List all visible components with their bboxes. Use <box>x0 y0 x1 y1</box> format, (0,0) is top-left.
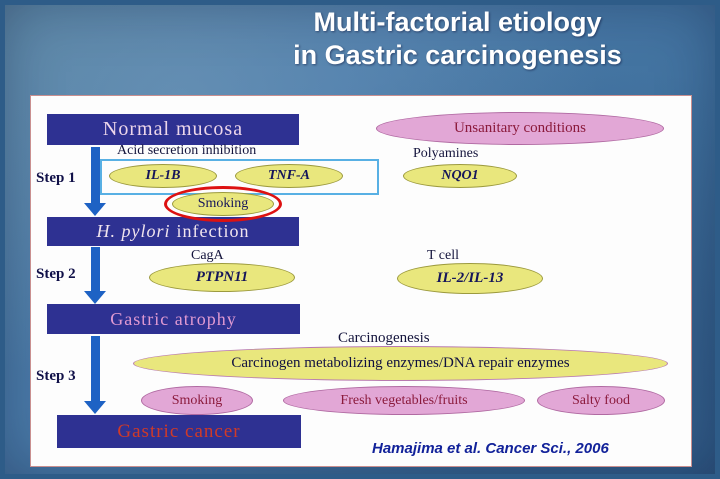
box-hpylori-infection: H. pylori infection <box>47 217 299 246</box>
ellipse-nqo1-label: NQO1 <box>441 168 479 183</box>
slide-title: Multi-factorial etiology in Gastric carc… <box>185 6 720 72</box>
box-gastric-atrophy: Gastric atrophy <box>47 304 300 334</box>
ellipse-smoking-bottom-label: Smoking <box>171 392 223 408</box>
arrow-step3-stem <box>90 336 100 401</box>
label-step2: Step 2 <box>36 266 76 282</box>
ellipse-salty-food: Salty food <box>537 386 665 415</box>
ellipse-il1b-label: IL-1B <box>145 168 181 183</box>
ellipse-nqo1: NQO1 <box>403 164 517 188</box>
arrow-step3-icon <box>84 336 106 414</box>
arrow-step1-stem <box>90 147 100 203</box>
ellipse-tnfa: TNF-A <box>235 164 343 188</box>
ellipse-enzymes-label: Carcinogen metabolizing enzymes/DNA repa… <box>231 355 570 371</box>
ellipse-il1b: IL-1B <box>109 164 217 188</box>
box-gastric-atrophy-label: Gastric atrophy <box>110 308 237 329</box>
box-hpylori-italic: H. pylori <box>96 221 171 241</box>
label-step3: Step 3 <box>36 368 76 384</box>
ellipse-salty-food-label: Salty food <box>572 392 630 408</box>
ellipse-unsanitary-conditions: Unsanitary conditions <box>376 112 664 145</box>
ellipse-smoking-bottom: Smoking <box>141 386 253 415</box>
label-carcinogenesis: Carcinogenesis <box>338 330 430 346</box>
smoking-red-circle: Smoking <box>164 186 282 222</box>
arrow-step1-icon <box>84 147 106 216</box>
ellipse-fresh-vegetables-label: Fresh vegetables/fruits <box>340 392 468 408</box>
ellipse-ptpn11: PTPN11 <box>149 263 295 292</box>
ellipse-tnfa-label: TNF-A <box>268 168 310 183</box>
box-normal-mucosa-label: Normal mucosa <box>102 118 244 140</box>
box-gastric-cancer: Gastric cancer <box>57 415 301 448</box>
slide-title-line2: in Gastric carcinogenesis <box>293 40 622 70</box>
label-step1: Step 1 <box>36 170 76 186</box>
ellipse-smoking-top-label: Smoking <box>197 196 249 211</box>
ellipse-ptpn11-label: PTPN11 <box>195 269 249 285</box>
slide-title-line1: Multi-factorial etiology <box>313 7 602 37</box>
ellipse-enzymes: Carcinogen metabolizing enzymes/DNA repa… <box>133 346 668 381</box>
label-polyamines: Polyamines <box>413 146 479 161</box>
label-caga: CagA <box>191 248 224 263</box>
arrow-step1-head <box>84 203 106 216</box>
box-normal-mucosa: Normal mucosa <box>47 114 299 145</box>
ellipse-il2-il13-label: IL-2/IL-13 <box>436 270 504 286</box>
box-hpylori-rest: infection <box>176 221 250 241</box>
ellipse-il2-il13: IL-2/IL-13 <box>397 263 543 294</box>
arrow-step3-head <box>84 401 106 414</box>
arrow-step2-icon <box>84 247 106 304</box>
citation: Hamajima et al. Cancer Sci., 2006 <box>372 440 609 457</box>
box-gastric-cancer-label: Gastric cancer <box>117 420 241 442</box>
label-tcell: T cell <box>427 248 460 263</box>
arrow-step2-head <box>84 291 106 304</box>
ellipse-unsanitary-label: Unsanitary conditions <box>453 120 587 136</box>
ellipse-fresh-vegetables: Fresh vegetables/fruits <box>283 386 525 415</box>
ellipse-smoking-top: Smoking <box>172 192 274 216</box>
label-acid-secretion: Acid secretion inhibition <box>117 143 257 158</box>
arrow-step2-stem <box>90 247 100 291</box>
